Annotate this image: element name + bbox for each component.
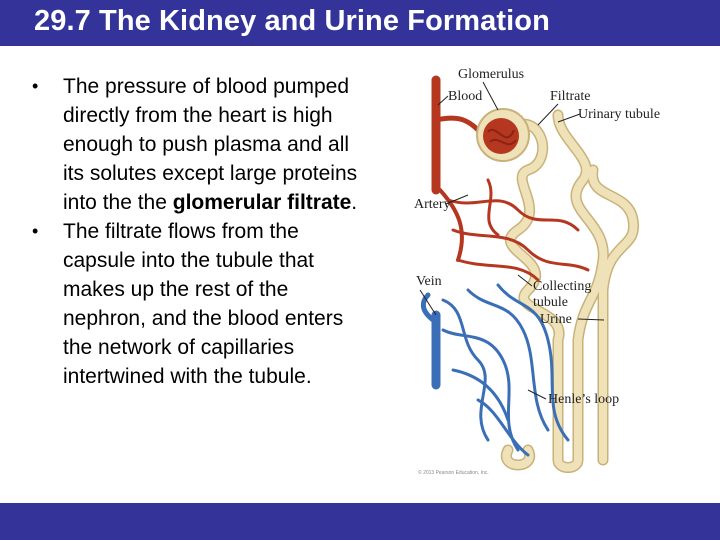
artery-vessels bbox=[431, 75, 590, 282]
slide-title: 29.7 The Kidney and Urine Formation bbox=[34, 5, 550, 37]
vein-vessels bbox=[420, 283, 570, 457]
bullet-item: • The pressure of blood pumped directly … bbox=[30, 72, 370, 217]
label-glomerulus: Glomerulus bbox=[458, 67, 524, 82]
label-henles-loop: Henle’s loop bbox=[548, 392, 619, 407]
bullet-marker: • bbox=[32, 76, 39, 96]
glomerulus-shape bbox=[476, 108, 530, 162]
bullet-item: • The filtrate flows from the capsule in… bbox=[30, 217, 370, 391]
title-bar: 29.7 The Kidney and Urine Formation bbox=[0, 0, 720, 46]
tubule-shapes bbox=[497, 109, 640, 473]
label-artery: Artery bbox=[414, 197, 451, 212]
bullet-text: The filtrate flows from the capsule into… bbox=[63, 220, 344, 388]
label-urine: Urine bbox=[540, 312, 572, 327]
bold-term: glomerular filtrate bbox=[172, 191, 352, 214]
label-vein: Vein bbox=[416, 274, 442, 289]
bullet-list: • The pressure of blood pumped directly … bbox=[30, 72, 370, 391]
bullet-text: The pressure of blood pumped directly fr… bbox=[63, 75, 358, 214]
label-urinary-tubule: Urinary tubule bbox=[578, 107, 660, 122]
figure-credit: © 2013 Pearson Education, Inc. bbox=[418, 469, 489, 476]
label-filtrate: Filtrate bbox=[550, 89, 590, 104]
bullet-text-end: . bbox=[351, 191, 358, 214]
label-blood: Blood bbox=[448, 89, 482, 104]
label-collecting-1: Collecting bbox=[533, 279, 591, 294]
bottom-bar bbox=[0, 503, 720, 540]
bullet-marker: • bbox=[32, 221, 39, 241]
figure-labels: Glomerulus Blood Filtrate Urinary tubule… bbox=[414, 67, 660, 476]
label-leader-lines bbox=[419, 81, 605, 400]
label-collecting-2: tubule bbox=[533, 295, 568, 310]
nephron-illustration: Glomerulus Blood Filtrate Urinary tubule… bbox=[414, 67, 660, 476]
